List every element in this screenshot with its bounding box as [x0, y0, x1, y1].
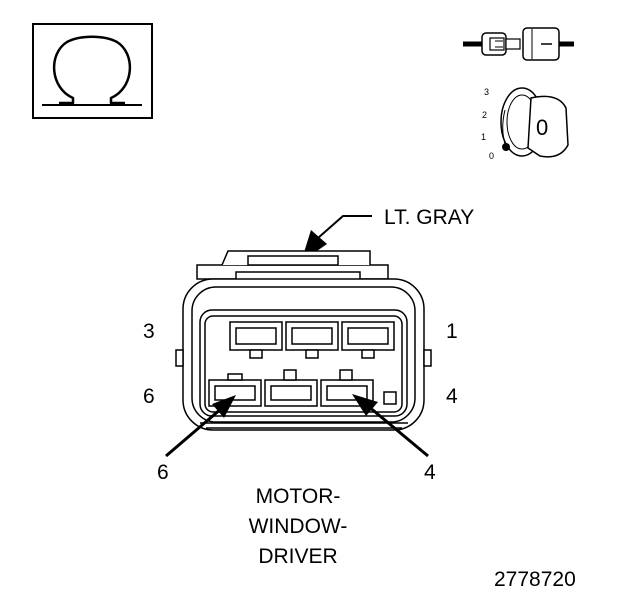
key-label: 0	[536, 115, 549, 140]
key-position-2: 2	[482, 110, 488, 120]
terminal-5	[264, 369, 318, 407]
key-position-0: 0	[489, 151, 495, 161]
pin-6-pointer	[165, 395, 236, 458]
connector-color-label: LT. GRAY	[384, 206, 475, 229]
pointer-label-6: 6	[157, 461, 169, 484]
component-line-3: DRIVER	[258, 545, 338, 568]
component-line-1: MOTOR-	[255, 485, 341, 508]
terminal-3	[229, 321, 283, 359]
component-name: MOTOR- WINDOW- DRIVER	[228, 482, 368, 572]
pointer-label-4: 4	[424, 461, 436, 484]
top-terminal-row	[229, 321, 395, 359]
ignition-key-icon	[500, 87, 569, 158]
cavity-label-6: 6	[143, 385, 155, 408]
figure-number: 2778720	[494, 568, 576, 591]
cavity-label-1: 1	[446, 320, 458, 343]
cavity-label-4: 4	[446, 385, 458, 408]
key-position-1: 1	[481, 132, 487, 142]
terminal-1	[341, 321, 395, 359]
pin-4-pointer	[352, 394, 429, 458]
key-position-3: 3	[484, 87, 490, 97]
cavity-label-3: 3	[143, 320, 155, 343]
bottom-terminal-row	[208, 369, 374, 407]
terminal-2	[285, 321, 339, 359]
terminal-6	[208, 373, 262, 407]
disconnect-connector-icon	[463, 27, 574, 61]
ohmmeter-icon	[32, 23, 153, 119]
component-line-2: WINDOW-	[248, 515, 348, 538]
